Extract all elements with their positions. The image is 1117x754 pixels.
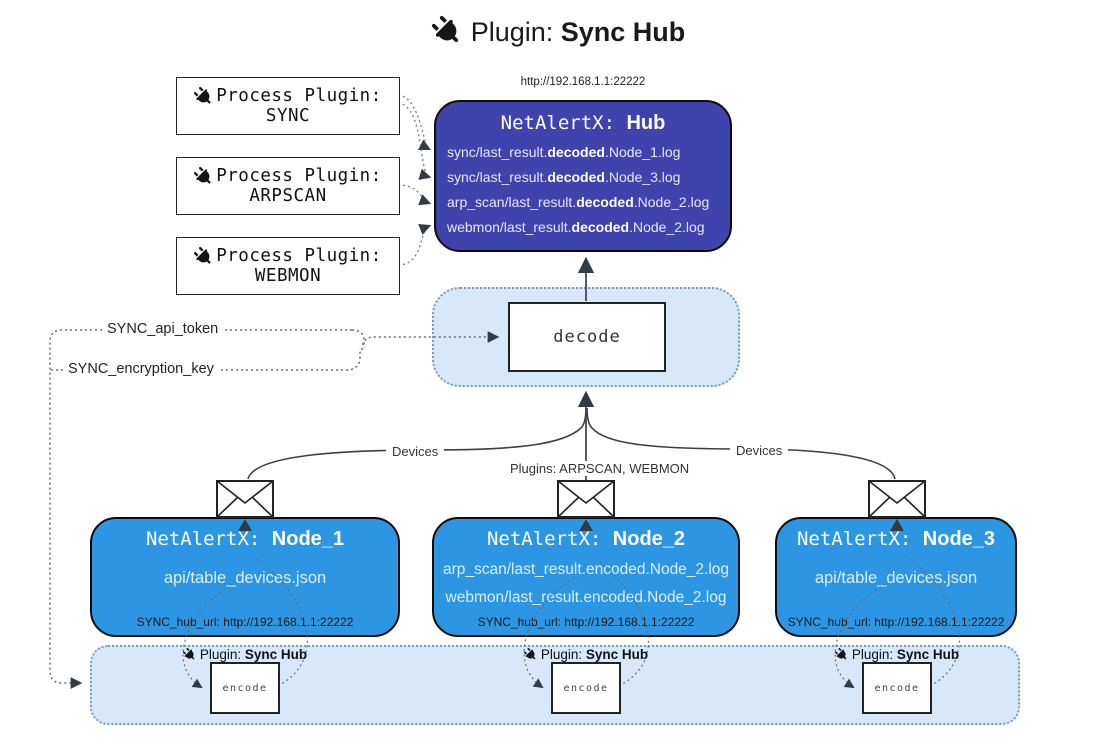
page-title-name: Sync Hub bbox=[560, 17, 686, 47]
encode-box-3: encode bbox=[862, 662, 932, 714]
envelope-icon bbox=[216, 480, 274, 518]
hub-file-row: sync/last_result.decoded.Node_1.log bbox=[447, 144, 681, 160]
plug-icon bbox=[180, 645, 198, 663]
plug-icon bbox=[425, 10, 467, 52]
encode-box-2: encode bbox=[551, 662, 621, 714]
process-plugin-label: Process Plugin: bbox=[216, 166, 382, 186]
node-1-box: NetAlertX: Node_1 api/table_devices.json… bbox=[90, 517, 400, 637]
hub-url-label: http://192.168.1.1:22222 bbox=[520, 76, 646, 88]
edge-label-devices-right: Devices bbox=[730, 443, 789, 458]
plug-icon bbox=[190, 83, 217, 110]
process-plugin-name: WEBMON bbox=[254, 266, 322, 286]
sync-encryption-key-label: SYNC_encryption_key bbox=[64, 361, 218, 377]
encode-box-1: encode bbox=[210, 662, 280, 714]
node-1-hub-url: SYNC_hub_url: http://192.168.1.1:22222 bbox=[136, 615, 354, 629]
envelope-icon bbox=[868, 480, 926, 518]
page-title: Plugin: Sync Hub bbox=[0, 16, 1117, 48]
edge-sync-to-hub-1 bbox=[397, 94, 432, 151]
edge-api-token-join bbox=[351, 329, 365, 348]
decode-box: decode bbox=[508, 302, 666, 372]
edge-label-plugins-middle: Plugins: ARPSCAN, WEBMON bbox=[504, 461, 696, 476]
process-plugin-name: ARPSCAN bbox=[249, 186, 327, 206]
plug-icon bbox=[190, 243, 217, 270]
plugin-tag-1: Plugin: Sync Hub bbox=[155, 647, 335, 662]
node-1-file: api/table_devices.json bbox=[163, 569, 327, 587]
hub-file-row: sync/last_result.decoded.Node_3.log bbox=[447, 169, 681, 185]
hub-file-row: webmon/last_result.decoded.Node_2.log bbox=[447, 219, 705, 235]
edge-webmon-to-hub bbox=[397, 224, 432, 266]
node-2-file: webmon/last_result.encoded.Node_2.log bbox=[445, 589, 727, 606]
process-plugin-label: Process Plugin: bbox=[216, 86, 382, 106]
hub-file-list: sync/last_result.decoded.Node_1.log sync… bbox=[436, 140, 730, 240]
process-plugin-name: SYNC bbox=[265, 106, 311, 126]
plug-icon bbox=[832, 645, 850, 663]
page-title-prefix: Plugin: bbox=[470, 17, 554, 47]
edge-arpscan-to-hub bbox=[397, 184, 432, 206]
node-3-box: NetAlertX: Node_3 api/table_devices.json… bbox=[775, 517, 1017, 637]
edge-label-devices-left: Devices bbox=[386, 444, 445, 459]
hub-box: NetAlertX: Hub sync/last_result.decoded.… bbox=[434, 100, 732, 252]
process-plugin-box-webmon: Process Plugin: WEBMON bbox=[176, 237, 400, 295]
node-2-hub-url: SYNC_hub_url: http://192.168.1.1:22222 bbox=[477, 615, 695, 629]
node-3-title: NetAlertX: Node_3 bbox=[796, 528, 996, 550]
node-3-hub-url: SYNC_hub_url: http://192.168.1.1:22222 bbox=[787, 615, 1005, 629]
hub-title: NetAlertX: Hub bbox=[436, 112, 730, 135]
node-2-title: NetAlertX: Node_2 bbox=[486, 528, 686, 550]
process-plugin-box-arpscan: Process Plugin: ARPSCAN bbox=[176, 157, 400, 215]
plug-icon bbox=[521, 645, 539, 663]
hub-title-prefix: NetAlertX: bbox=[500, 112, 616, 134]
plugin-tag-2: Plugin: Sync Hub bbox=[496, 647, 676, 662]
node-2-box: NetAlertX: Node_2 arp_scan/last_result.e… bbox=[432, 517, 740, 637]
edge-sync-to-hub-2 bbox=[397, 102, 432, 180]
node-1-title: NetAlertX: Node_1 bbox=[145, 528, 345, 550]
hub-title-name: Hub bbox=[626, 112, 666, 134]
process-plugin-box-sync: Process Plugin: SYNC bbox=[176, 77, 400, 135]
plug-icon bbox=[190, 163, 217, 190]
process-plugin-label: Process Plugin: bbox=[216, 246, 382, 266]
envelope-icon bbox=[557, 480, 615, 518]
node-2-files: arp_scan/last_result.encoded.Node_2.log … bbox=[434, 556, 738, 612]
plugin-tag-3: Plugin: Sync Hub bbox=[807, 647, 987, 662]
sync-api-token-label: SYNC_api_token bbox=[103, 321, 223, 337]
hub-file-row: arp_scan/last_result.decoded.Node_2.log bbox=[447, 194, 710, 210]
node-3-file: api/table_devices.json bbox=[814, 569, 978, 587]
node-2-file: arp_scan/last_result.encoded.Node_2.log bbox=[442, 561, 730, 578]
